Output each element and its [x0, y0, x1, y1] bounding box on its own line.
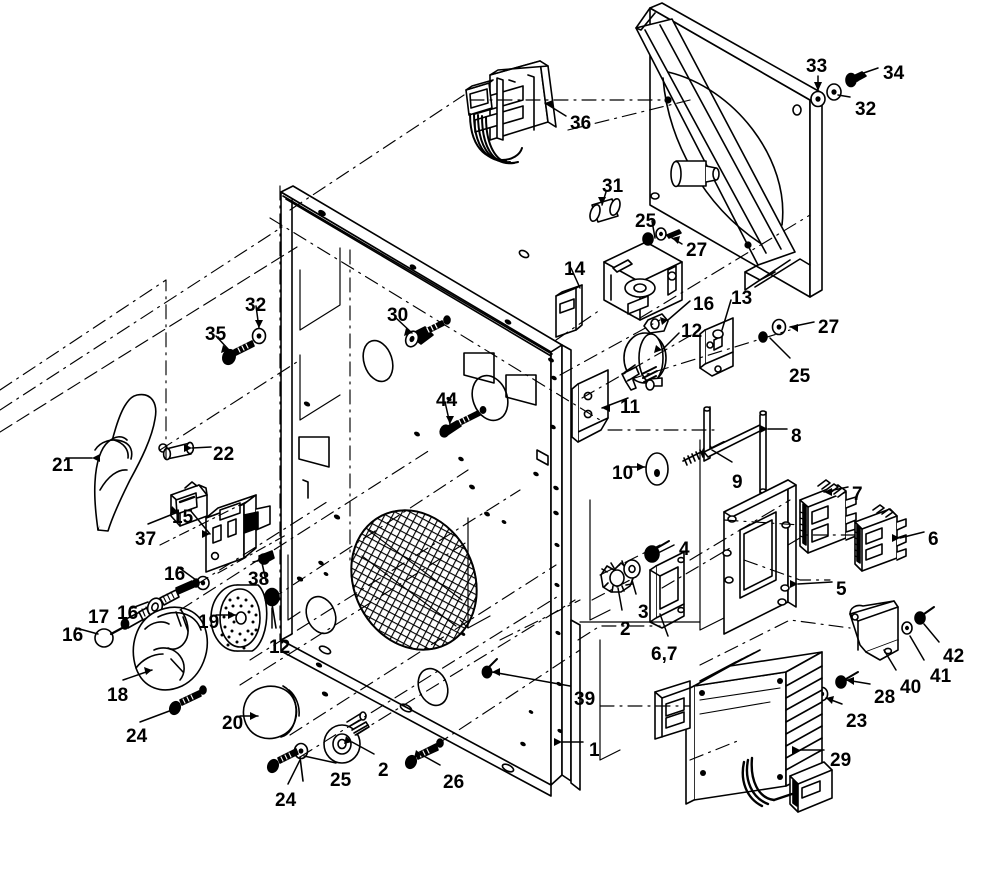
callout-30: 30: [387, 305, 409, 326]
callout-33: 33: [806, 56, 828, 77]
callout-2-b: 2: [378, 760, 389, 781]
part-4-nut: [644, 540, 670, 563]
part-12-diaphragm: [621, 332, 667, 391]
callout-16-c: 16: [117, 603, 139, 624]
fastener-group-32-35: [222, 327, 267, 366]
callout-9: 9: [732, 472, 743, 493]
callout-44: 44: [436, 390, 458, 411]
callout-17: 17: [88, 607, 110, 628]
part-6-relay: [854, 504, 907, 572]
callout-28: 28: [874, 687, 896, 708]
callout-25-b: 25: [789, 366, 811, 387]
callout-24-b: 24: [275, 790, 297, 811]
part-24-screw-bottom: [266, 748, 304, 782]
callout-2-a: 2: [620, 619, 631, 640]
part-7-relay: [799, 479, 857, 554]
callout-38: 38: [248, 569, 270, 590]
callout-23: 23: [846, 711, 868, 732]
callout-13: 13: [731, 288, 753, 309]
callout-1: 1: [589, 740, 600, 761]
part-10-disc: [645, 452, 669, 486]
part-3-washer: [623, 559, 641, 579]
callout-10: 10: [612, 463, 634, 484]
callout-24-a: 24: [126, 726, 148, 747]
callout-16-d: 16: [62, 625, 84, 646]
callout-25-c: 25: [330, 770, 352, 791]
callout-26: 26: [443, 772, 465, 793]
callout-35: 35: [205, 324, 227, 345]
callout-39: 39: [574, 689, 596, 710]
callout-29: 29: [830, 750, 852, 771]
part-20-cap: [242, 685, 300, 740]
callout-22: 22: [213, 444, 235, 465]
part-19-perforated-disc: [210, 584, 268, 652]
callout-18: 18: [107, 685, 129, 706]
callout-41: 41: [930, 666, 952, 687]
part-13-switch-assembly: [603, 227, 683, 321]
callout-34: 34: [883, 63, 905, 84]
part-44-bolt: [439, 405, 487, 438]
callout-31: 31: [602, 176, 624, 197]
part-36-module: [465, 60, 557, 165]
part-30-bolt: [404, 315, 451, 348]
rear-mount-bracket: [635, 2, 823, 298]
callout-27-b: 27: [818, 317, 840, 338]
callout-40: 40: [900, 677, 922, 698]
main-panel-part-1: [280, 185, 581, 797]
part-16-nut-b: [196, 575, 210, 591]
assembly-guide-lines: [0, 94, 856, 761]
part-11-bracket: [571, 369, 609, 443]
part-5-mount-plate: [722, 479, 797, 635]
callout-16-a: 16: [693, 294, 715, 315]
part-13-bracket: [699, 317, 734, 377]
fastener-group-41-42: [901, 606, 935, 635]
part-12-screw-left: [264, 587, 280, 629]
part-24-screw-left: [168, 685, 207, 716]
part-37-switch: [170, 481, 208, 527]
callout-7: 7: [852, 484, 863, 505]
part-40-cover: [849, 600, 899, 661]
callout-6-7: 6,7: [651, 644, 678, 665]
callout-27-a: 27: [686, 240, 708, 261]
callout-32-b: 32: [245, 295, 267, 316]
callout-37: 37: [135, 529, 157, 550]
callout-32-a: 32: [855, 99, 877, 120]
callout-12-b: 12: [269, 637, 291, 658]
part-31-sleeve: [589, 197, 621, 223]
panel-pockets: [287, 247, 725, 761]
callout-arrowheads: [92, 74, 900, 758]
part-29-module: [654, 649, 833, 813]
callout-6: 6: [928, 529, 939, 550]
callout-42: 42: [943, 646, 965, 667]
callout-15: 15: [172, 507, 194, 528]
callout-5: 5: [836, 579, 847, 600]
part-21-nozzle: [93, 393, 168, 532]
callout-11: 11: [620, 397, 641, 418]
callout-3: 3: [638, 602, 649, 623]
callout-19: 19: [198, 612, 220, 633]
callout-16-b: 16: [164, 564, 186, 585]
callout-20: 20: [222, 713, 244, 734]
part-2-bottom-knob: [323, 711, 370, 764]
part-18-impeller: [132, 606, 209, 691]
part-14-clip: [555, 284, 583, 338]
callout-25-a: 25: [635, 211, 657, 232]
callout-14: 14: [564, 259, 586, 280]
part-39-screw: [481, 658, 498, 679]
callout-36: 36: [570, 113, 592, 134]
callout-4: 4: [679, 539, 690, 560]
callout-8: 8: [791, 426, 802, 447]
part-67-bracket: [649, 551, 685, 629]
panel-holes: [296, 209, 563, 747]
callout-12-a: 12: [681, 321, 703, 342]
callout-21: 21: [52, 455, 74, 476]
